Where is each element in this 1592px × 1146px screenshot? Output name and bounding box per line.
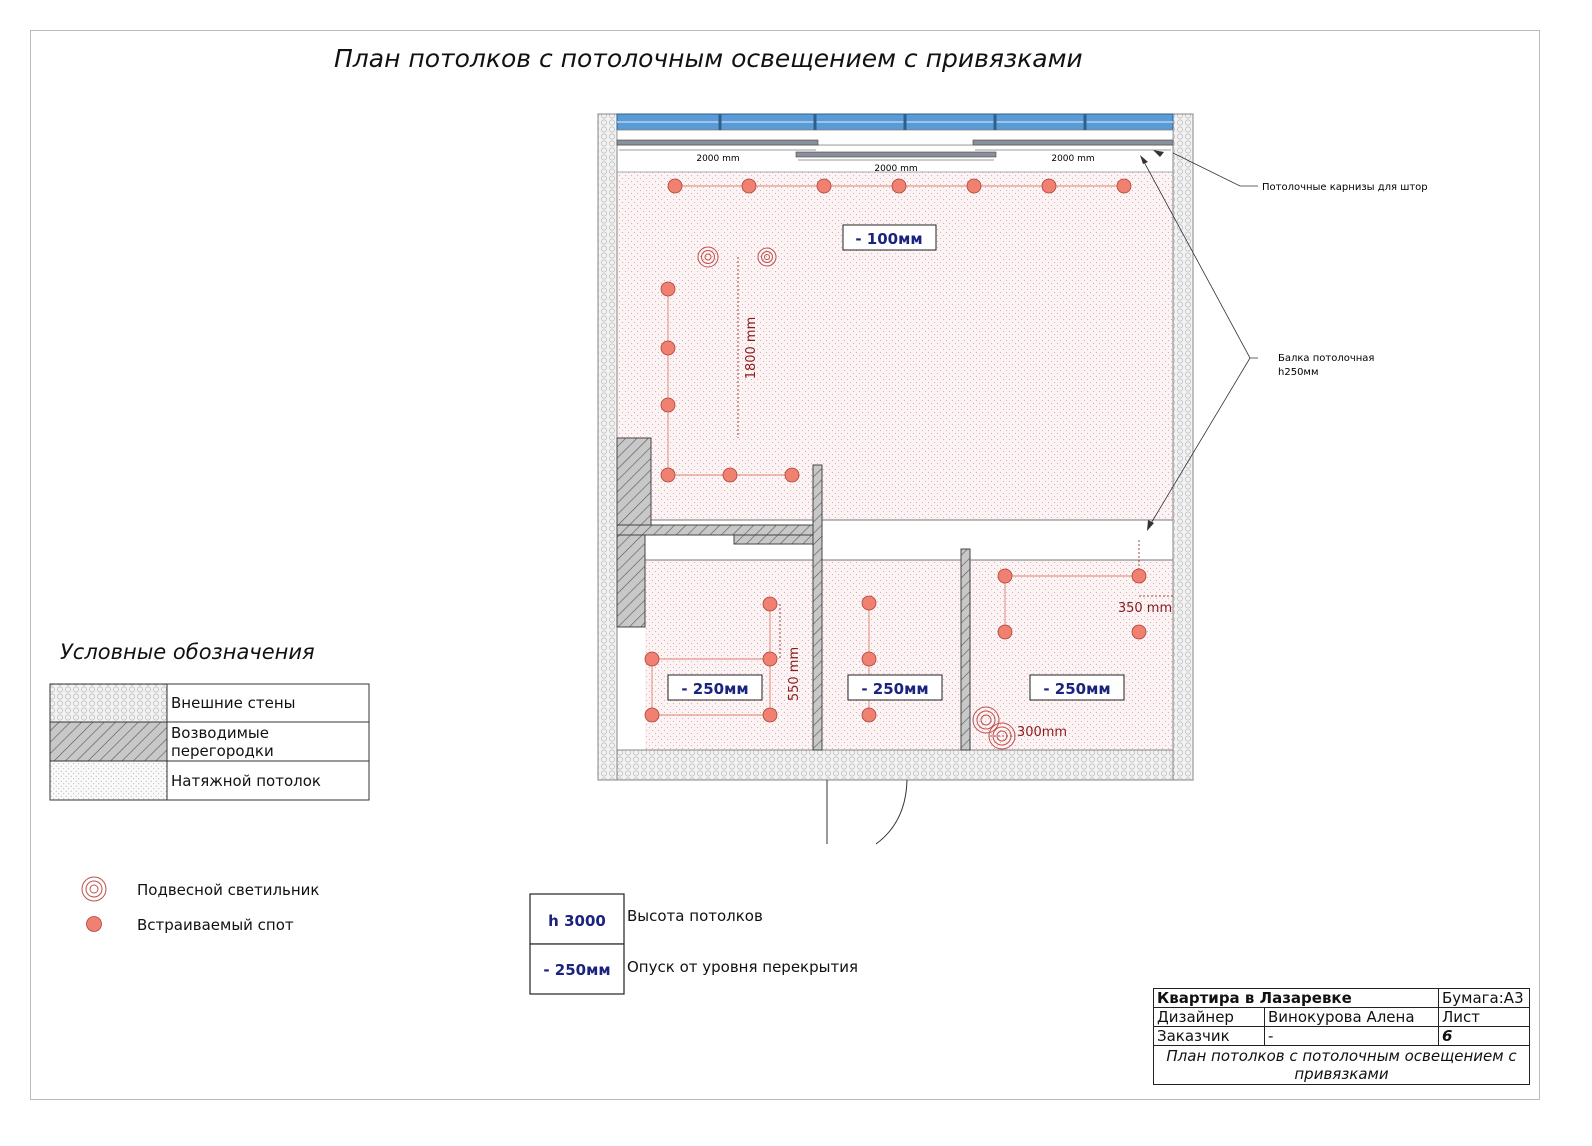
stamp-client-label: Заказчик <box>1153 1026 1265 1046</box>
partitions <box>616 437 971 751</box>
svg-text:- 250мм: - 250мм <box>861 680 928 698</box>
stamp-sheet-number: 6 <box>1438 1026 1530 1046</box>
legend-title: Условные обозначения <box>60 640 315 664</box>
spot <box>861 595 877 611</box>
title-block: Квартира в Лазаревке Бумага:А3 Дизайнер … <box>1153 988 1530 1085</box>
svg-text:- 100мм: - 100мм <box>855 230 922 248</box>
spot <box>644 707 660 723</box>
stamp-designer: Винокурова Алена <box>1264 1007 1439 1027</box>
spot <box>966 178 982 194</box>
ceiling-area-top <box>617 172 1173 520</box>
legend-label-walls: Внешние стены <box>171 694 296 712</box>
spot <box>816 178 832 194</box>
spot <box>1041 178 1057 194</box>
dim-350: 350 mm <box>1118 601 1172 616</box>
spot <box>1131 624 1147 640</box>
pendant-light <box>697 246 719 268</box>
legend-pendant-symbol <box>81 876 107 902</box>
rail-right-dim: 2000 mm <box>1051 154 1094 164</box>
spot <box>997 568 1013 584</box>
stamp-client: - <box>1264 1026 1439 1046</box>
marks-boxes: h 3000 - 250мм <box>529 893 625 995</box>
recessed-spots <box>644 178 1147 723</box>
spot <box>861 707 877 723</box>
pendant-light <box>972 706 1000 734</box>
spot <box>741 178 757 194</box>
legend-spot-symbol <box>86 916 102 932</box>
spot <box>997 624 1013 640</box>
pendant-lights <box>697 246 1016 750</box>
drop-mark: - 250мм <box>543 961 610 979</box>
spot <box>762 707 778 723</box>
spot <box>667 178 683 194</box>
dim-300: 300mm <box>1017 725 1067 740</box>
stamp-paper: Бумага:А3 <box>1438 988 1530 1008</box>
dim-1800: 1800 mm <box>744 317 759 380</box>
svg-text:- 250мм: - 250мм <box>1043 680 1110 698</box>
height-mark: h 3000 <box>548 912 606 930</box>
level-box-right: - 250мм <box>1029 674 1125 701</box>
spot <box>660 397 676 413</box>
drop-label: Опуск от уровня перекрытия <box>627 958 858 976</box>
level-box-left: - 250мм <box>667 674 763 701</box>
spot <box>784 467 800 483</box>
beam-note-line1: Балка потолочная <box>1278 353 1374 364</box>
stamp-designer-label: Дизайнер <box>1153 1007 1265 1027</box>
wall-left <box>597 113 618 781</box>
stamp-project: Квартира в Лазаревке <box>1153 988 1439 1008</box>
level-box-middle: - 250мм <box>847 674 943 701</box>
legend-label-partitions: Возводимые перегородки <box>171 724 274 760</box>
drawing-sheet <box>30 30 1540 1100</box>
legend-swatch-wall <box>49 683 168 723</box>
page-title: План потолков с потолочным освещением с … <box>334 44 1083 73</box>
legend-label-ceiling: Натяжной потолок <box>171 772 321 790</box>
curtain-rails <box>616 139 1174 161</box>
curtain-rails-note: Потолочные карнизы для штор <box>1262 182 1428 193</box>
spot <box>891 178 907 194</box>
wall-right <box>1172 113 1194 781</box>
spot <box>660 467 676 483</box>
door <box>826 779 908 845</box>
height-label: Высота потолков <box>627 907 763 925</box>
level-box-top: - 100мм <box>842 224 937 251</box>
legend-table <box>49 683 370 801</box>
legend-spot-label: Встраиваемый спот <box>137 916 294 934</box>
svg-text:- 250мм: - 250мм <box>681 680 748 698</box>
wall-bottom <box>616 749 1174 781</box>
pendant-light <box>757 247 777 267</box>
rail-mid-dim: 2000 mm <box>874 164 917 174</box>
spot <box>1116 178 1132 194</box>
leader-lines <box>1142 152 1258 526</box>
spot <box>1131 568 1147 584</box>
stamp-sheet-label: Лист <box>1438 1007 1530 1027</box>
spot <box>660 281 676 297</box>
dim-550: 550 mm <box>787 647 802 701</box>
spot <box>660 340 676 356</box>
pendant-light <box>988 722 1016 750</box>
spot <box>861 651 877 667</box>
spot <box>762 651 778 667</box>
leader-arrows <box>1140 150 1164 531</box>
beam-note-line2: h250мм <box>1278 367 1319 378</box>
spot <box>762 596 778 612</box>
legend-pendant-label: Подвесной светильник <box>137 881 320 899</box>
stamp-sheet-title: План потолков с потолочным освещением с … <box>1153 1045 1530 1085</box>
legend-swatch-ceiling <box>49 760 168 801</box>
spot <box>644 651 660 667</box>
legend-swatch-partition <box>49 721 168 762</box>
spot <box>722 467 738 483</box>
ceiling-area-bottom <box>645 560 1173 750</box>
rail-left-dim: 2000 mm <box>696 154 739 164</box>
